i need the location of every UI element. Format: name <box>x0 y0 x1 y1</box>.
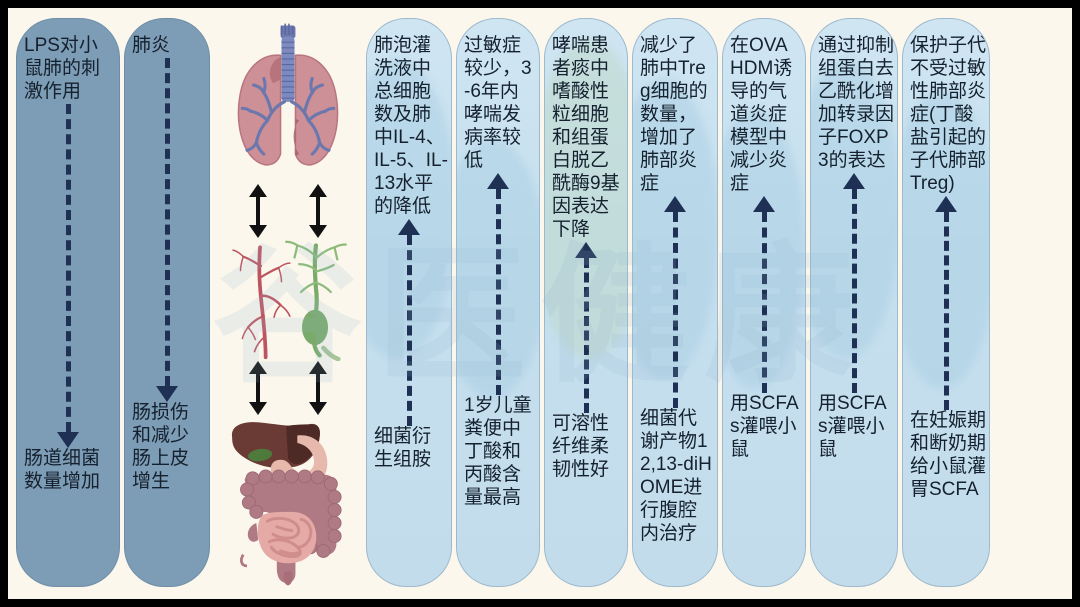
column-3-pill: 肺泡灌洗液中总细胞数及肺中IL-4、IL-5、IL-13水平的降低 细菌衍生组胺 <box>366 18 452 587</box>
column-2-arrow-down <box>130 57 204 403</box>
double-arrow-icon <box>309 360 327 415</box>
arrow-up-icon <box>487 172 509 189</box>
column-6-pill: 减少了肺中Treg细胞的数量，增加了肺部炎症 细菌代谢产物12,13-diHOM… <box>632 18 718 587</box>
dashed-line <box>495 188 501 396</box>
column-8: 通过抑制组蛋白去乙酰化增加转录因子FOXP3的表达 用SCFAs灌喂小鼠 <box>810 18 898 587</box>
column-1-arrow-down <box>22 103 114 449</box>
double-arrow-icon <box>249 360 267 415</box>
column-1-bottom-text: 肠道细菌数量增加 <box>24 448 101 493</box>
column-8-top-text: 通过抑制组蛋白去乙酰化增加转录因子FOXP3的表达 <box>818 35 895 171</box>
lungs-illustration <box>237 23 339 166</box>
dashed-line <box>406 234 412 427</box>
column-1-pill: LPS对小鼠肺的刺激作用 肠道细菌数量增加 <box>16 18 120 587</box>
dashed-line <box>65 103 71 433</box>
arrow-up-icon <box>935 195 957 212</box>
column-6: 减少了肺中Treg细胞的数量，增加了肺部炎症 细菌代谢产物12,13-diHOM… <box>632 18 718 587</box>
column-3: 肺泡灌洗液中总细胞数及肺中IL-4、IL-5、IL-13水平的降低 细菌衍生组胺 <box>366 18 452 587</box>
arrow-up-icon <box>398 218 420 235</box>
column-6-bottom-text: 细菌代谢产物12,13-diHOME进行腹腔内治疗 <box>640 408 712 545</box>
double-arrow-icon <box>309 183 327 238</box>
dashed-line <box>851 188 857 394</box>
arrow-up-icon <box>664 195 686 212</box>
column-8-pill: 通过抑制组蛋白去乙酰化增加转录因子FOXP3的表达 用SCFAs灌喂小鼠 <box>810 18 898 587</box>
arrow-up-icon <box>843 172 865 189</box>
column-2-bottom-text: 肠损伤和减少肠上皮增生 <box>132 402 190 493</box>
column-4-top-text: 过敏症较少，3-6年内哮喘发病率较低 <box>464 35 532 171</box>
vascular-and-neuron-illustration <box>232 240 347 361</box>
column-4-pill: 过敏症较少，3-6年内哮喘发病率较低 1岁儿童粪便中丁酸和丙酸含量最高 <box>456 18 540 587</box>
double-arrow-icon <box>249 183 267 238</box>
column-5: 哮喘患者痰中嗜酸性粒细胞和组蛋白脱乙酰酶9基因表达下降 可溶性纤维柔韧性好 <box>544 18 628 587</box>
column-9-bottom-text: 在妊娠期和断奶期给小鼠灌胃SCFA <box>910 410 987 501</box>
column-1: LPS对小鼠肺的刺激作用 肠道细菌数量增加 <box>16 18 120 587</box>
column-3-top-text: 肺泡灌洗液中总细胞数及肺中IL-4、IL-5、IL-13水平的降低 <box>374 35 448 217</box>
column-2-pill: 肺炎 肠损伤和减少肠上皮增生 <box>124 18 210 587</box>
bidirectional-arrows-top <box>214 183 362 238</box>
column-7-pill: 在OVA HDM诱导的气道炎症模型中减少炎症 用SCFAs灌喂小鼠 <box>722 18 806 587</box>
column-9-arrow-up <box>908 195 984 411</box>
column-9-top-text: 保护子代不受过敏性肺部炎症(丁酸盐引起的子代肺部Treg) <box>910 35 987 194</box>
bidirectional-arrows-bottom <box>214 360 362 415</box>
dashed-line <box>164 57 170 387</box>
column-7-arrow-up <box>728 195 800 394</box>
column-3-arrow-up <box>372 218 446 427</box>
column-2: 肺炎 肠损伤和减少肠上皮增生 <box>124 18 210 587</box>
column-6-arrow-up <box>638 195 712 409</box>
column-7-bottom-text: 用SCFAs灌喂小鼠 <box>730 393 799 461</box>
column-2-top-text: 肺炎 <box>132 35 171 56</box>
dashed-line <box>943 211 949 411</box>
dashed-line <box>761 211 767 394</box>
arrow-up-icon <box>753 195 775 212</box>
column-1-top-text: LPS对小鼠肺的刺激作用 <box>24 35 101 102</box>
column-container: LPS对小鼠肺的刺激作用 肠道细菌数量增加 肺炎 肠损伤和减少肠上皮增生 <box>8 8 1072 599</box>
column-9-pill: 保护子代不受过敏性肺部炎症(丁酸盐引起的子代肺部Treg) 在妊娠期和断奶期给小… <box>902 18 990 587</box>
column-4-arrow-up <box>462 172 534 396</box>
column-5-arrow-up <box>550 241 622 414</box>
column-9: 保护子代不受过敏性肺部炎症(丁酸盐引起的子代肺部Treg) 在妊娠期和断奶期给小… <box>902 18 990 587</box>
column-8-bottom-text: 用SCFAs灌喂小鼠 <box>818 393 887 461</box>
column-illustration <box>214 18 362 587</box>
gut-illustration <box>231 421 342 586</box>
column-5-top-text: 哮喘患者痰中嗜酸性粒细胞和组蛋白脱乙酰酶9基因表达下降 <box>552 35 620 240</box>
column-6-top-text: 减少了肺中Treg细胞的数量，增加了肺部炎症 <box>640 35 708 194</box>
column-7-top-text: 在OVA HDM诱导的气道炎症模型中减少炎症 <box>730 35 793 194</box>
arrow-down-icon <box>156 386 178 403</box>
column-8-arrow-up <box>816 172 892 394</box>
column-5-pill: 哮喘患者痰中嗜酸性粒细胞和组蛋白脱乙酰酶9基因表达下降 可溶性纤维柔韧性好 <box>544 18 628 587</box>
dashed-line <box>583 257 589 414</box>
dashed-line <box>672 211 678 409</box>
column-4: 过敏症较少，3-6年内哮喘发病率较低 1岁儿童粪便中丁酸和丙酸含量最高 <box>456 18 540 587</box>
arrow-down-icon <box>57 432 79 449</box>
column-7: 在OVA HDM诱导的气道炎症模型中减少炎症 用SCFAs灌喂小鼠 <box>722 18 806 587</box>
column-4-bottom-text: 1岁儿童粪便中丁酸和丙酸含量最高 <box>464 395 532 509</box>
arrow-up-icon <box>575 241 597 258</box>
vascular-tree-red <box>232 245 291 359</box>
neuron-green <box>285 240 347 361</box>
column-3-bottom-text: 细菌衍生组胺 <box>374 426 432 471</box>
column-5-bottom-text: 可溶性纤维柔韧性好 <box>552 413 610 481</box>
